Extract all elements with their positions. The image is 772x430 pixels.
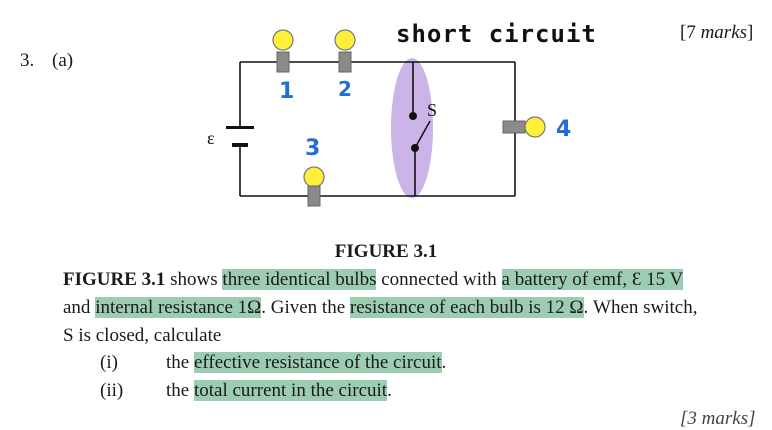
bulb-label-2: 2 — [338, 77, 352, 101]
highlight-internal-resistance: internal resistance 1Ω — [95, 297, 262, 318]
sub-question-i-post: . — [441, 352, 447, 373]
marks-top-word: marks — [700, 22, 748, 43]
switch-s — [409, 112, 431, 152]
text-connected: connected with — [376, 269, 502, 290]
bulb-1-icon — [272, 29, 294, 73]
highlight-battery: a battery of emf, Ɛ 15 V — [501, 269, 684, 290]
short-circuit-title: short circuit — [396, 20, 597, 48]
sub-question-i: (i) the effective resistance of the circ… — [100, 352, 700, 380]
marks-top: [7 marks] — [680, 22, 753, 44]
sub-question-ii: (ii) the total current in the circuit. — [100, 380, 700, 408]
highlight-effective-resistance: effective resistance of the circuit — [193, 352, 442, 373]
question-part: (a) — [52, 50, 74, 71]
sub-question-i-text: the effective resistance of the circuit. — [166, 352, 446, 374]
bulb-3-icon — [303, 166, 325, 207]
sub-question-i-pre: the — [166, 352, 194, 373]
marks-top-open: [7 — [680, 22, 701, 43]
sub-question-ii-text: the total current in the circuit. — [166, 380, 392, 402]
sub-question-ii-number: (ii) — [100, 380, 124, 401]
paragraph-line-3: S is closed, calculate — [63, 325, 222, 346]
sub-question-i-number: (i) — [100, 352, 118, 373]
highlight-bulbs: three identical bulbs — [222, 269, 377, 290]
bulb-2-icon — [334, 29, 356, 73]
bulb-label-3: 3 — [305, 136, 320, 161]
sub-question-ii-post: . — [387, 380, 392, 401]
text-when-switch: . When switch, — [583, 297, 698, 318]
marks-top-close: ] — [747, 22, 754, 43]
bulb-4-icon — [502, 116, 546, 138]
highlight-total-current: total current in the circuit — [193, 380, 388, 401]
question-number: 3. — [20, 50, 35, 71]
battery-symbol — [226, 126, 254, 147]
text-battery-emf: battery of emf, Ɛ 15 V — [509, 269, 684, 290]
text-a: a — [501, 269, 510, 290]
bulb-label-4: 4 — [556, 117, 571, 142]
text-shows: shows — [165, 269, 223, 290]
sub-question-ii-pre: the — [166, 380, 194, 401]
highlight-bulb-resistance: resistance of each bulb is 12 Ω — [349, 297, 584, 318]
marks-bottom: [3 marks] — [680, 408, 756, 429]
text-and: and — [63, 297, 96, 318]
switch-label: S — [427, 100, 437, 120]
bulb-label-1: 1 — [279, 79, 294, 104]
text-given: . Given the — [261, 297, 350, 318]
short-circuit-highlight — [391, 58, 433, 198]
paragraph-line-2: and internal resistance 1Ω. Given the re… — [63, 294, 763, 322]
figure-caption: FIGURE 3.1 — [334, 241, 438, 262]
circuit-diagram: short circuit S ε — [207, 20, 597, 207]
paragraph-line-1: FIGURE 3.1 shows three identical bulbs c… — [63, 266, 763, 294]
figure-ref: FIGURE 3.1 — [63, 269, 166, 290]
emf-symbol: ε — [207, 128, 215, 148]
question-paragraph: FIGURE 3.1 shows three identical bulbs c… — [63, 266, 763, 350]
